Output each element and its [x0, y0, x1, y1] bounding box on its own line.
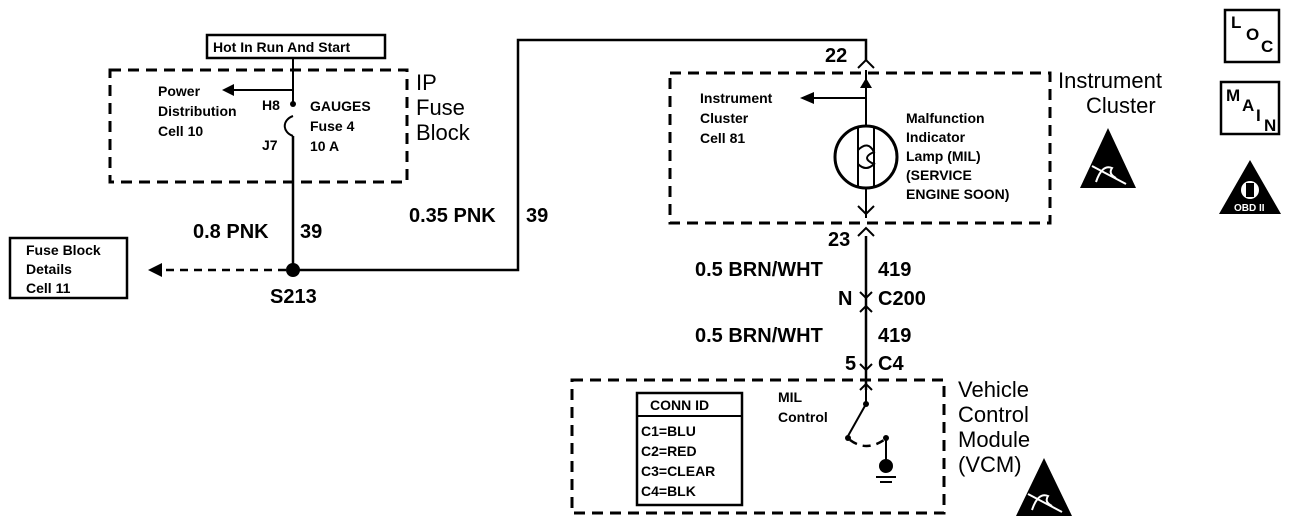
- wire-splice-to-cluster: [293, 38, 868, 272]
- obd-ii-emblem-bar: [1246, 183, 1254, 197]
- fuse-details-line-2: Details: [26, 261, 72, 277]
- esd-hand-vcm: [1031, 494, 1053, 511]
- conn-id-table: [635, 391, 744, 507]
- cluster-internal-arrow-up: [860, 78, 872, 88]
- fuse-details-line-3: Cell 11: [26, 280, 71, 296]
- vcm-outline: [570, 378, 946, 515]
- esd-slash-vcm: [1027, 493, 1063, 513]
- esd-hand-cluster: [1095, 166, 1117, 183]
- instrument-cluster-title-2: Cluster: [1086, 93, 1156, 118]
- wire-brn1-circuit: 419: [878, 259, 911, 281]
- c200-connector-symbol-2: [859, 304, 873, 313]
- cluster-ref-line-2: Cluster: [700, 110, 749, 126]
- c4-connector-symbol: [859, 363, 873, 372]
- loc-icon-letter-2: O: [1246, 25, 1259, 44]
- wire-brn1-gauge: 0.5 BRN/WHT: [695, 259, 823, 281]
- esd-warning-icon-cluster: [1080, 128, 1136, 188]
- main-icon: [1219, 80, 1281, 136]
- power-dist-line-1: Power: [158, 83, 201, 99]
- loc-icon: [1223, 8, 1281, 64]
- splice-s213-label: S213: [270, 286, 317, 308]
- mil-lamp-filament: [857, 144, 876, 169]
- switch-blade: [847, 403, 867, 437]
- fuse-name-line-2: Fuse 4: [310, 118, 355, 134]
- cluster-connector-23-inner: [857, 205, 875, 216]
- hot-label: Hot In Run And Start: [213, 39, 350, 55]
- fuse-terminal-h8: [290, 101, 296, 107]
- fuse-terminal-j7-label: J7: [262, 137, 278, 153]
- main-icon-letter-3: I: [1256, 106, 1261, 125]
- wire-brn2-gauge: 0.5 BRN/WHT: [695, 325, 823, 347]
- wire-brn2-circuit: 419: [878, 325, 911, 347]
- fuse-details-line-1: Fuse Block: [26, 242, 101, 258]
- fuse-details-box: [8, 236, 129, 300]
- switch-contact-bottom: [845, 435, 851, 441]
- c4-name: C4: [878, 353, 904, 375]
- vcm-title-1: Vehicle: [958, 377, 1029, 402]
- ground-icon: [879, 459, 893, 473]
- c200-connector-symbol: [859, 291, 873, 300]
- switch-actuator-dashed: [849, 438, 885, 448]
- wire-mid-gauge: 0.35 PNK: [409, 205, 496, 227]
- ip-fuse-block-outline: [108, 68, 409, 184]
- esd-warning-icon-vcm: [1016, 458, 1072, 516]
- c200-name: C200: [878, 288, 926, 310]
- wire-mid-circuit: 39: [526, 205, 548, 227]
- conn-id-row-1: C1=BLU: [641, 423, 696, 439]
- power-dist-line-3: Cell 10: [158, 123, 203, 139]
- details-arrowhead: [148, 263, 162, 277]
- loc-icon-letter-3: C: [1261, 37, 1273, 56]
- ip-fuse-block-title-1: IP: [416, 70, 437, 95]
- ip-fuse-block-title-3: Block: [416, 120, 471, 145]
- vcm-title-3: Module: [958, 427, 1030, 452]
- c4-pin: 5: [845, 353, 856, 375]
- fuse-symbol: [283, 115, 294, 137]
- hot-label-box: [205, 33, 387, 60]
- vcm-title-4: (VCM): [958, 452, 1022, 477]
- main-icon-letter-4: N: [1264, 116, 1276, 135]
- fuse-name-line-3: 10 A: [310, 138, 339, 154]
- mil-label-2: Indicator: [906, 129, 966, 145]
- conn-id-row-3: C3=CLEAR: [641, 463, 715, 479]
- conn-id-row-4: C4=BLK: [641, 483, 696, 499]
- wire-left-gauge: 0.8 PNK: [193, 221, 269, 243]
- main-icon-letter-1: M: [1226, 86, 1240, 105]
- fuse-terminal-h8-label: H8: [262, 97, 280, 113]
- cluster-ref-arrowhead: [800, 92, 814, 104]
- power-dist-arrowhead: [222, 84, 234, 96]
- mil-label-4: (SERVICE: [906, 167, 972, 183]
- mil-control-line-2: Control: [778, 409, 828, 425]
- cluster-connector-23-outer: [857, 226, 875, 237]
- esd-slash-cluster: [1091, 165, 1127, 185]
- conn-id-row-2: C2=RED: [641, 443, 697, 459]
- mil-label-3: Lamp (MIL): [906, 148, 981, 164]
- cluster-connector-22-symbol: [857, 58, 875, 69]
- vcm-connector-symbol: [859, 382, 873, 391]
- obd-ii-label: OBD II: [1234, 203, 1265, 214]
- conn-id-header: CONN ID: [650, 397, 709, 413]
- fuse-name-line-1: GAUGES: [310, 98, 371, 114]
- mil-label-1: Malfunction: [906, 110, 985, 126]
- ip-fuse-block-title-2: Fuse: [416, 95, 465, 120]
- c200-pin: N: [838, 288, 852, 310]
- cluster-ref-line-1: Instrument: [700, 90, 773, 106]
- mil-control-line-1: MIL: [778, 389, 803, 405]
- cluster-ref-line-3: Cell 81: [700, 130, 745, 146]
- instrument-cluster-outline: [668, 71, 1052, 225]
- loc-icon-letter-1: L: [1231, 13, 1241, 32]
- mil-label-5: ENGINE SOON): [906, 186, 1009, 202]
- cluster-pin-23: 23: [828, 229, 850, 251]
- instrument-cluster-title-1: Instrument: [1058, 68, 1162, 93]
- vcm-title-2: Control: [958, 402, 1029, 427]
- wire-left-circuit: 39: [300, 221, 322, 243]
- main-icon-letter-2: A: [1242, 96, 1254, 115]
- mil-lamp-icon: [833, 124, 899, 190]
- power-dist-line-2: Distribution: [158, 103, 237, 119]
- cluster-pin-22: 22: [825, 45, 847, 67]
